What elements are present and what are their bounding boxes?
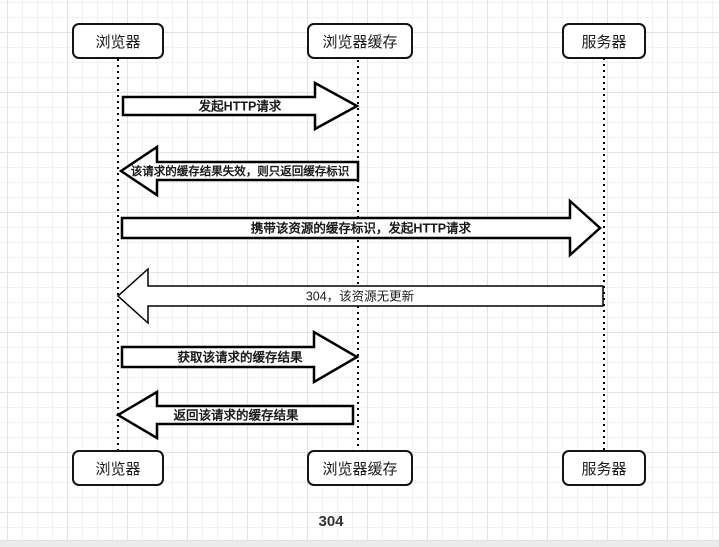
actor-label: 浏览器 xyxy=(95,33,141,51)
arrow-request-with-cache-identifier: 携带该资源的缓存标识，发起HTTP请求 xyxy=(120,198,602,258)
arrow-get-cached-result: 获取该请求的缓存结果 xyxy=(120,329,360,385)
actor-label: 浏览器缓存 xyxy=(322,460,398,478)
block-arrow-right-icon xyxy=(120,198,602,258)
message-label: 携带该资源的缓存标识，发起HTTP请求 xyxy=(251,220,472,235)
block-arrow-left-icon xyxy=(116,267,604,325)
actor-label: 服务器 xyxy=(581,460,627,478)
arrow-return-cached-result: 返回该请求的缓存结果 xyxy=(115,389,355,441)
actor-browser-top: 浏览器 xyxy=(72,23,164,59)
message-label: 304，该资源无更新 xyxy=(306,288,414,303)
block-arrow-left-icon xyxy=(115,389,355,441)
message-label: 该请求的缓存结果失效，则只返回缓存标识 xyxy=(131,164,350,178)
arrow-initiate-http-request: 发起HTTP请求 xyxy=(121,80,360,132)
actor-label: 服务器 xyxy=(581,33,627,51)
diagram-title-304: 304 xyxy=(318,513,344,530)
arrow-cache-invalid-return-identifier: 该请求的缓存结果失效，则只返回缓存标识 xyxy=(118,144,360,198)
message-label: 发起HTTP请求 xyxy=(198,98,282,113)
arrow-304-not-modified: 304，该资源无更新 xyxy=(116,267,604,325)
actor-label: 浏览器 xyxy=(95,460,141,478)
actor-label: 浏览器缓存 xyxy=(322,33,398,51)
actor-browser-cache-top: 浏览器缓存 xyxy=(307,23,413,59)
block-arrow-right-icon xyxy=(120,329,360,385)
message-label: 获取该请求的缓存结果 xyxy=(177,349,303,364)
block-arrow-right-icon xyxy=(121,80,360,132)
block-arrow-left-icon xyxy=(118,144,360,198)
actor-browser-cache-bottom: 浏览器缓存 xyxy=(307,450,413,486)
canvas-bottom-edge xyxy=(0,540,719,547)
actor-server-top: 服务器 xyxy=(562,23,646,59)
actor-browser-bottom: 浏览器 xyxy=(72,450,164,486)
message-label: 返回该请求的缓存结果 xyxy=(173,407,299,422)
actor-server-bottom: 服务器 xyxy=(562,450,646,486)
